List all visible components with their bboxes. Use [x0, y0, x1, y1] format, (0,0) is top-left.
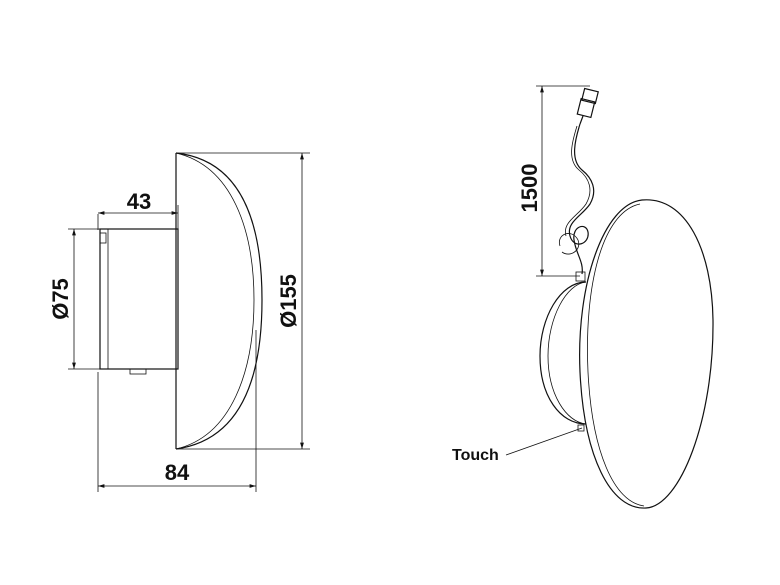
dim-total-depth-label: 84 [165, 460, 190, 485]
usb-plug-icon [576, 87, 599, 125]
dim-cable-length-label: 1500 [517, 164, 542, 213]
dim-shade-diameter-label: Ø155 [276, 274, 301, 328]
shade-disc [579, 199, 714, 509]
touch-label: Touch [452, 447, 499, 464]
dim-depth-base-label: 43 [127, 189, 151, 214]
base-cylinder [99, 228, 179, 375]
touch-callout: Touch [452, 424, 585, 464]
base-disk [539, 271, 587, 425]
dim-155: Ø155 [176, 152, 310, 450]
dim-75: Ø75 [48, 228, 100, 370]
dim-84: 84 [97, 330, 257, 492]
dim-43: 43 [97, 189, 179, 230]
side-view: 43 Ø75 Ø155 84 [48, 152, 310, 492]
shade [175, 152, 263, 450]
cable [558, 123, 595, 275]
dim-base-diameter-label: Ø75 [48, 278, 73, 320]
perspective-view: 1500 Touch [452, 85, 714, 509]
dim-1500: 1500 [517, 85, 590, 277]
